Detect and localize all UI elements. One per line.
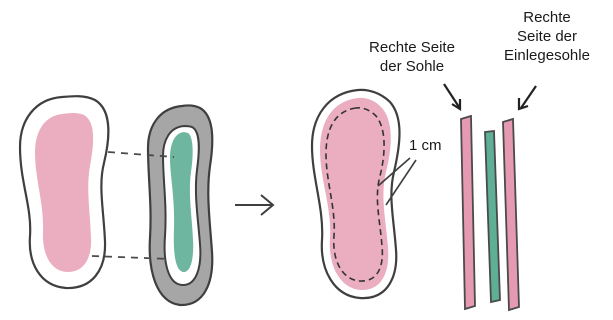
label-right-side-of-insole: Rechte Seite der Einlegesohle bbox=[482, 8, 612, 65]
label-seam-allowance: 1 cm bbox=[409, 136, 453, 155]
sole-piece bbox=[20, 96, 108, 288]
label-right-side-of-sole: Rechte Seite der Sohle bbox=[352, 38, 472, 76]
arrow-right-icon bbox=[235, 195, 273, 215]
sole-side-strip bbox=[461, 116, 475, 309]
label-line: Einlegesohle bbox=[482, 46, 612, 65]
arrow-down-insole-icon bbox=[519, 86, 536, 109]
insole-right-side-strip bbox=[503, 119, 519, 310]
label-line: Rechte Seite bbox=[352, 38, 472, 57]
insole-piece bbox=[148, 105, 212, 305]
label-line: Rechte bbox=[482, 8, 612, 27]
sole-with-seam bbox=[312, 90, 400, 298]
label-line: der Sohle bbox=[352, 57, 472, 76]
insole-side-strip bbox=[485, 131, 500, 302]
label-line: Seite der bbox=[482, 27, 612, 46]
arrow-down-sole-icon bbox=[444, 84, 460, 109]
